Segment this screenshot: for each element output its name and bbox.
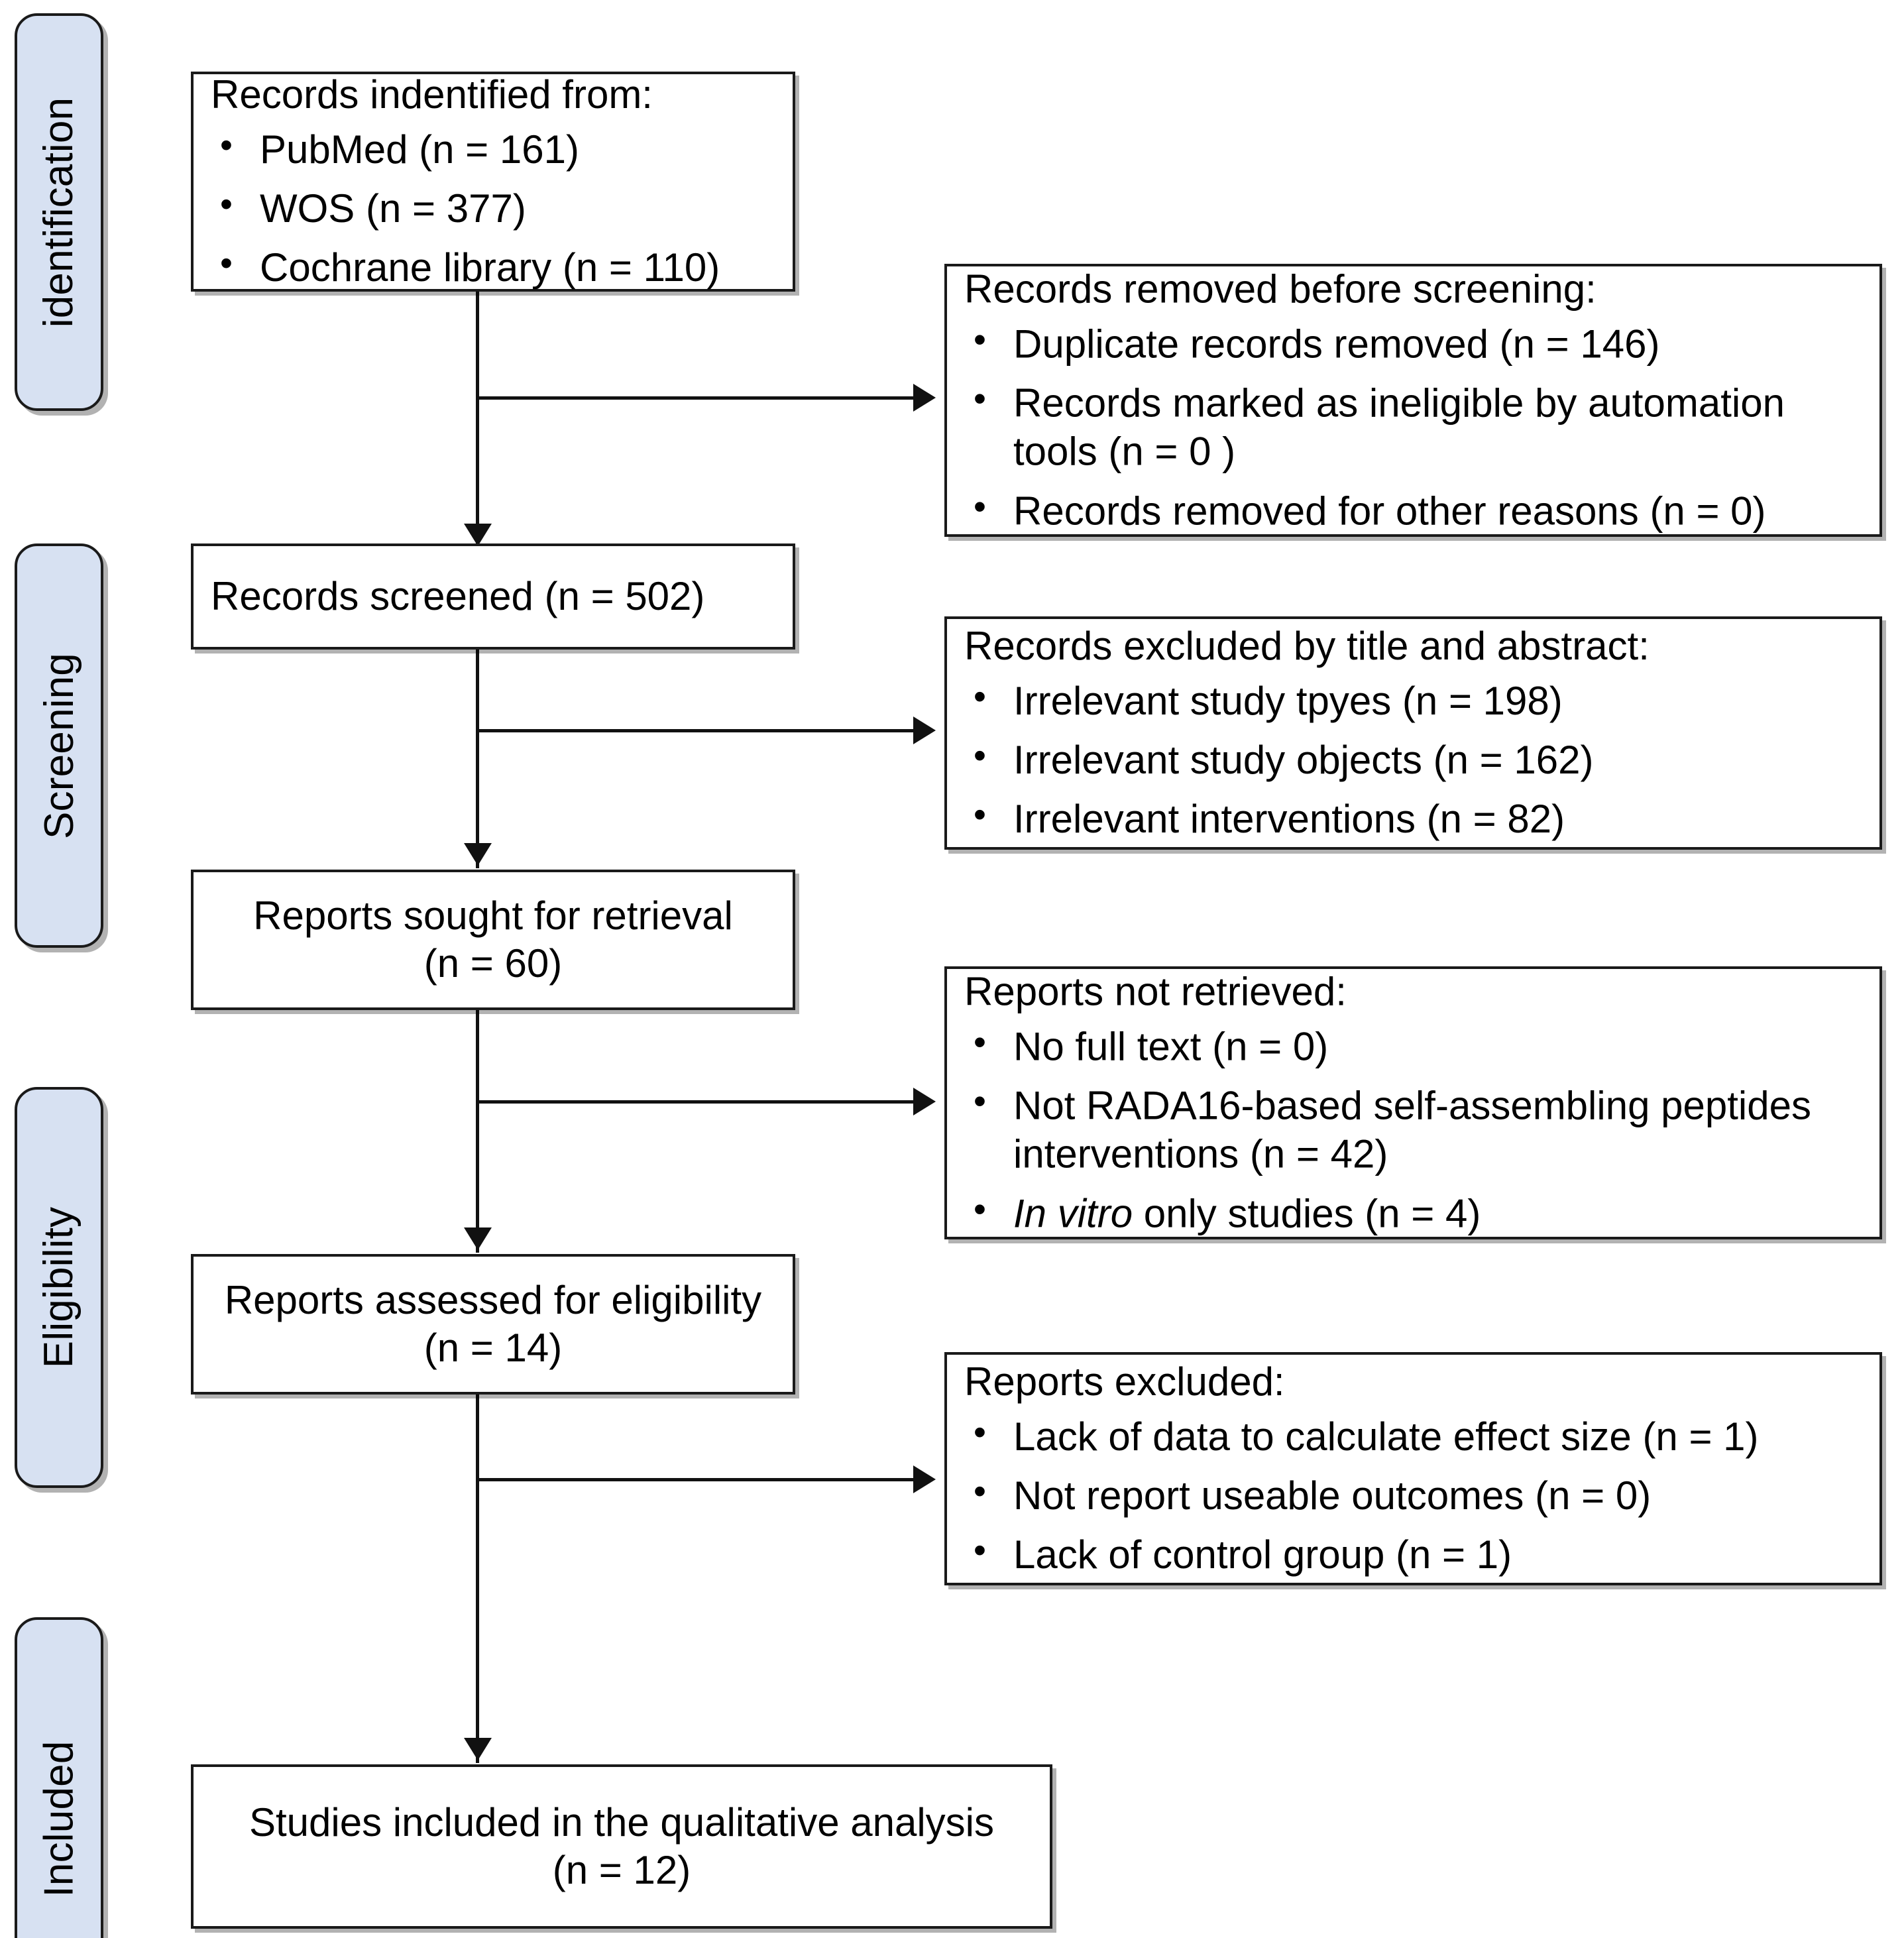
list-item: Duplicate records removed (n = 146)	[964, 319, 1868, 369]
list-item: WOS (n = 377)	[211, 183, 781, 233]
arrow-assessed-to-included	[464, 1738, 492, 1760]
list-item: Irrelevant study tpyes (n = 198)	[964, 675, 1868, 725]
list-item: Irrelevant interventions (n = 82)	[964, 794, 1868, 844]
list-item: Lack of control group (n = 1)	[964, 1530, 1868, 1579]
arrow-identified-to-screened	[464, 524, 492, 546]
box-reports-assessed-eligibility: Reports assessed for eligibility (n = 14…	[191, 1254, 795, 1395]
phase-label-included: Included	[15, 1617, 103, 1938]
list-item: Records marked as ineligible by automati…	[964, 378, 1868, 476]
phase-label-eligibility-text: Eligibility	[36, 1206, 82, 1369]
box-reports-not-retrieved: Reports not retrieved: No full text (n =…	[944, 966, 1882, 1239]
arrow-screened-to-excluded	[913, 716, 936, 744]
phase-label-screening-text: Screening	[36, 652, 82, 839]
box-reports-excluded: Reports excluded: Lack of data to calcul…	[944, 1352, 1882, 1585]
arrow-identified-to-removed	[913, 384, 936, 412]
in-vitro-italic: In vitro	[1013, 1191, 1133, 1236]
box-reports-assessed-line2: (n = 14)	[423, 1326, 563, 1370]
arrow-sought-to-not-retrieved	[913, 1088, 936, 1115]
list-item-in-vitro: In vitro only studies (n = 4)	[964, 1188, 1868, 1237]
box-studies-included-line2: (n = 12)	[552, 1848, 691, 1892]
box-records-removed-before-screening: Records removed before screening: Duplic…	[944, 264, 1882, 537]
box-reports-assessed-line1: Reports assessed for eligibility	[224, 1278, 762, 1322]
box-reports-excluded-title: Reports excluded:	[964, 1359, 1285, 1404]
connector-assessed-to-reports-excluded	[476, 1478, 913, 1481]
arrow-screened-to-sought	[464, 843, 492, 866]
box-records-identified: Records indentified from: PubMed (n = 16…	[191, 72, 795, 292]
phase-label-identification-text: identification	[36, 97, 82, 327]
box-reports-not-retrieved-bullets: No full text (n = 0) Not RADA16-based se…	[964, 1021, 1868, 1238]
phase-label-identification: identification	[15, 13, 103, 411]
box-records-excluded-title-abstract: Records excluded by title and abstract: …	[944, 616, 1882, 850]
list-item: Irrelevant study objects (n = 162)	[964, 734, 1868, 784]
connector-identified-to-screened	[476, 292, 479, 550]
connector-sought-to-not-retrieved	[476, 1100, 913, 1104]
box-records-identified-title: Records indentified from:	[211, 72, 653, 117]
box-records-removed-bullets: Duplicate records removed (n = 146) Reco…	[964, 319, 1868, 536]
list-item: Not RADA16-based self-assembling peptide…	[964, 1080, 1868, 1178]
box-records-excluded-title: Records excluded by title and abstract:	[964, 624, 1650, 669]
arrow-assessed-to-reports-excluded	[913, 1465, 936, 1493]
connector-screened-to-sought	[476, 616, 479, 868]
box-records-excluded-bullets: Irrelevant study tpyes (n = 198) Irrelev…	[964, 675, 1868, 844]
in-vitro-rest: only studies (n = 4)	[1133, 1191, 1481, 1236]
box-records-screened: Records screened (n = 502)	[191, 543, 795, 650]
connector-screened-to-excluded	[476, 729, 913, 732]
box-reports-excluded-bullets: Lack of data to calculate effect size (n…	[964, 1411, 1868, 1579]
connector-identified-to-removed	[476, 396, 913, 400]
arrow-sought-to-assessed	[464, 1227, 492, 1250]
phase-label-eligibility: Eligibility	[15, 1087, 103, 1488]
box-reports-not-retrieved-title: Reports not retrieved:	[964, 969, 1347, 1014]
list-item: No full text (n = 0)	[964, 1021, 1868, 1071]
list-item: Cochrane library (n = 110)	[211, 243, 781, 292]
list-item: Lack of data to calculate effect size (n…	[964, 1411, 1868, 1461]
box-reports-sought-retrieval: Reports sought for retrieval (n = 60)	[191, 870, 795, 1010]
phase-label-screening: Screening	[15, 543, 103, 948]
phase-label-included-text: Included	[36, 1740, 82, 1898]
box-records-screened-title: Records screened (n = 502)	[211, 574, 705, 618]
box-studies-included: Studies included in the qualitative anal…	[191, 1764, 1052, 1929]
box-records-identified-bullets: PubMed (n = 161) WOS (n = 377) Cochrane …	[211, 124, 781, 292]
list-item: Not report useable outcomes (n = 0)	[964, 1470, 1868, 1520]
box-records-removed-title: Records removed before screening:	[964, 266, 1596, 312]
connector-assessed-to-included	[476, 1372, 479, 1763]
connector-sought-to-assessed	[476, 981, 479, 1253]
list-item: Records removed for other reasons (n = 0…	[964, 485, 1868, 535]
list-item: PubMed (n = 161)	[211, 124, 781, 174]
box-studies-included-line1: Studies included in the qualitative anal…	[249, 1800, 995, 1845]
box-reports-sought-line1: Reports sought for retrieval	[253, 893, 733, 938]
box-reports-sought-line2: (n = 60)	[423, 941, 563, 986]
